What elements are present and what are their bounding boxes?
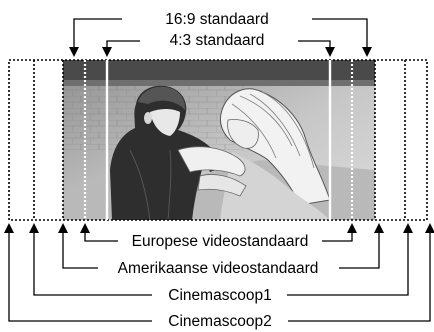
ratio-16-9-label: 16:9 standaard: [165, 11, 268, 28]
cinemascope1-label: Cinemascoop1: [168, 287, 271, 304]
european-video-label: Europese videostandaard: [132, 233, 309, 250]
american-video-label: Amerikaanse videostandaard: [118, 260, 319, 277]
ratio-4-3-label: 4:3 standaard: [170, 32, 265, 49]
couple-illustration: [63, 60, 375, 220]
cinemascope2-label: Cinemascoop2: [168, 313, 271, 330]
